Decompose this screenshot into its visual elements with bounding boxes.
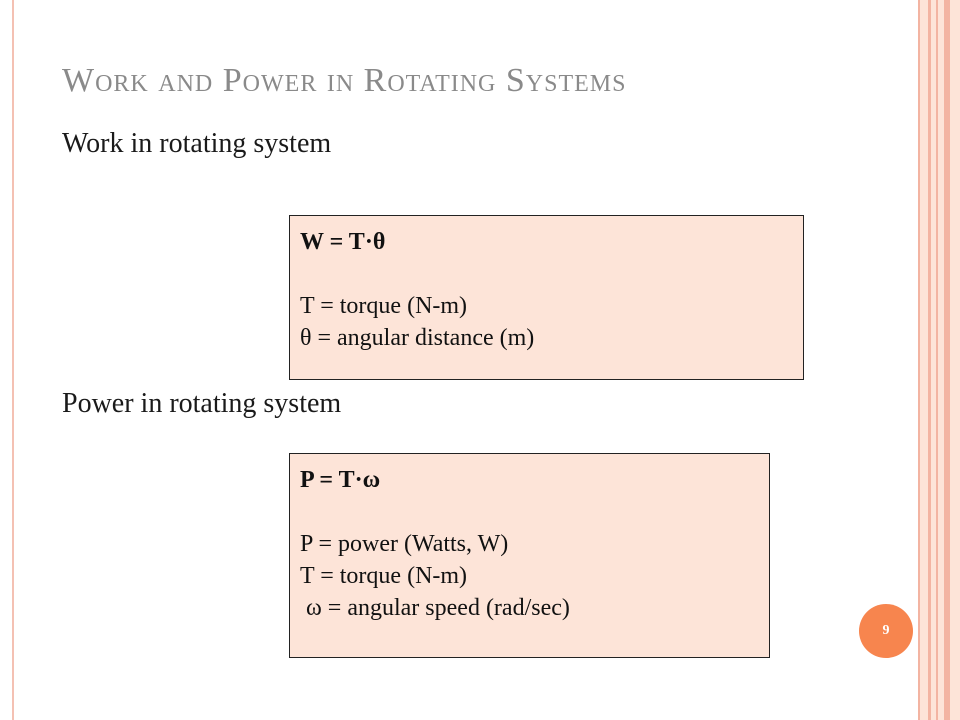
page-number-badge: 9	[859, 604, 913, 658]
left-border-line	[12, 0, 14, 720]
power-formula-box: P = T·ω P = power (Watts, W) T = torque …	[289, 453, 770, 658]
work-formula-box: W = T·θ T = torque (N-m) θ = angular dis…	[289, 215, 804, 380]
power-formula: P = T·ω	[300, 467, 381, 493]
work-formula: W = T·θ	[300, 229, 386, 255]
work-section-label: Work in rotating system	[62, 128, 332, 159]
right-stripe	[936, 0, 938, 720]
power-section-label: Power in rotating system	[62, 388, 342, 419]
right-decorative-panel	[918, 0, 960, 720]
work-definition-torque: T = torque (N-m)	[300, 293, 468, 319]
power-definition-angular-speed: ω = angular speed (rad/sec)	[300, 595, 570, 621]
work-definition-angular-distance: θ = angular distance (m)	[300, 325, 535, 351]
right-stripe	[918, 0, 920, 720]
slide-title: Work and Power in Rotating Systems	[62, 62, 627, 99]
power-definition-power: P = power (Watts, W)	[300, 531, 509, 557]
right-stripe	[928, 0, 931, 720]
page-number: 9	[882, 623, 890, 638]
right-stripe	[944, 0, 950, 720]
power-definition-torque: T = torque (N-m)	[300, 563, 468, 589]
